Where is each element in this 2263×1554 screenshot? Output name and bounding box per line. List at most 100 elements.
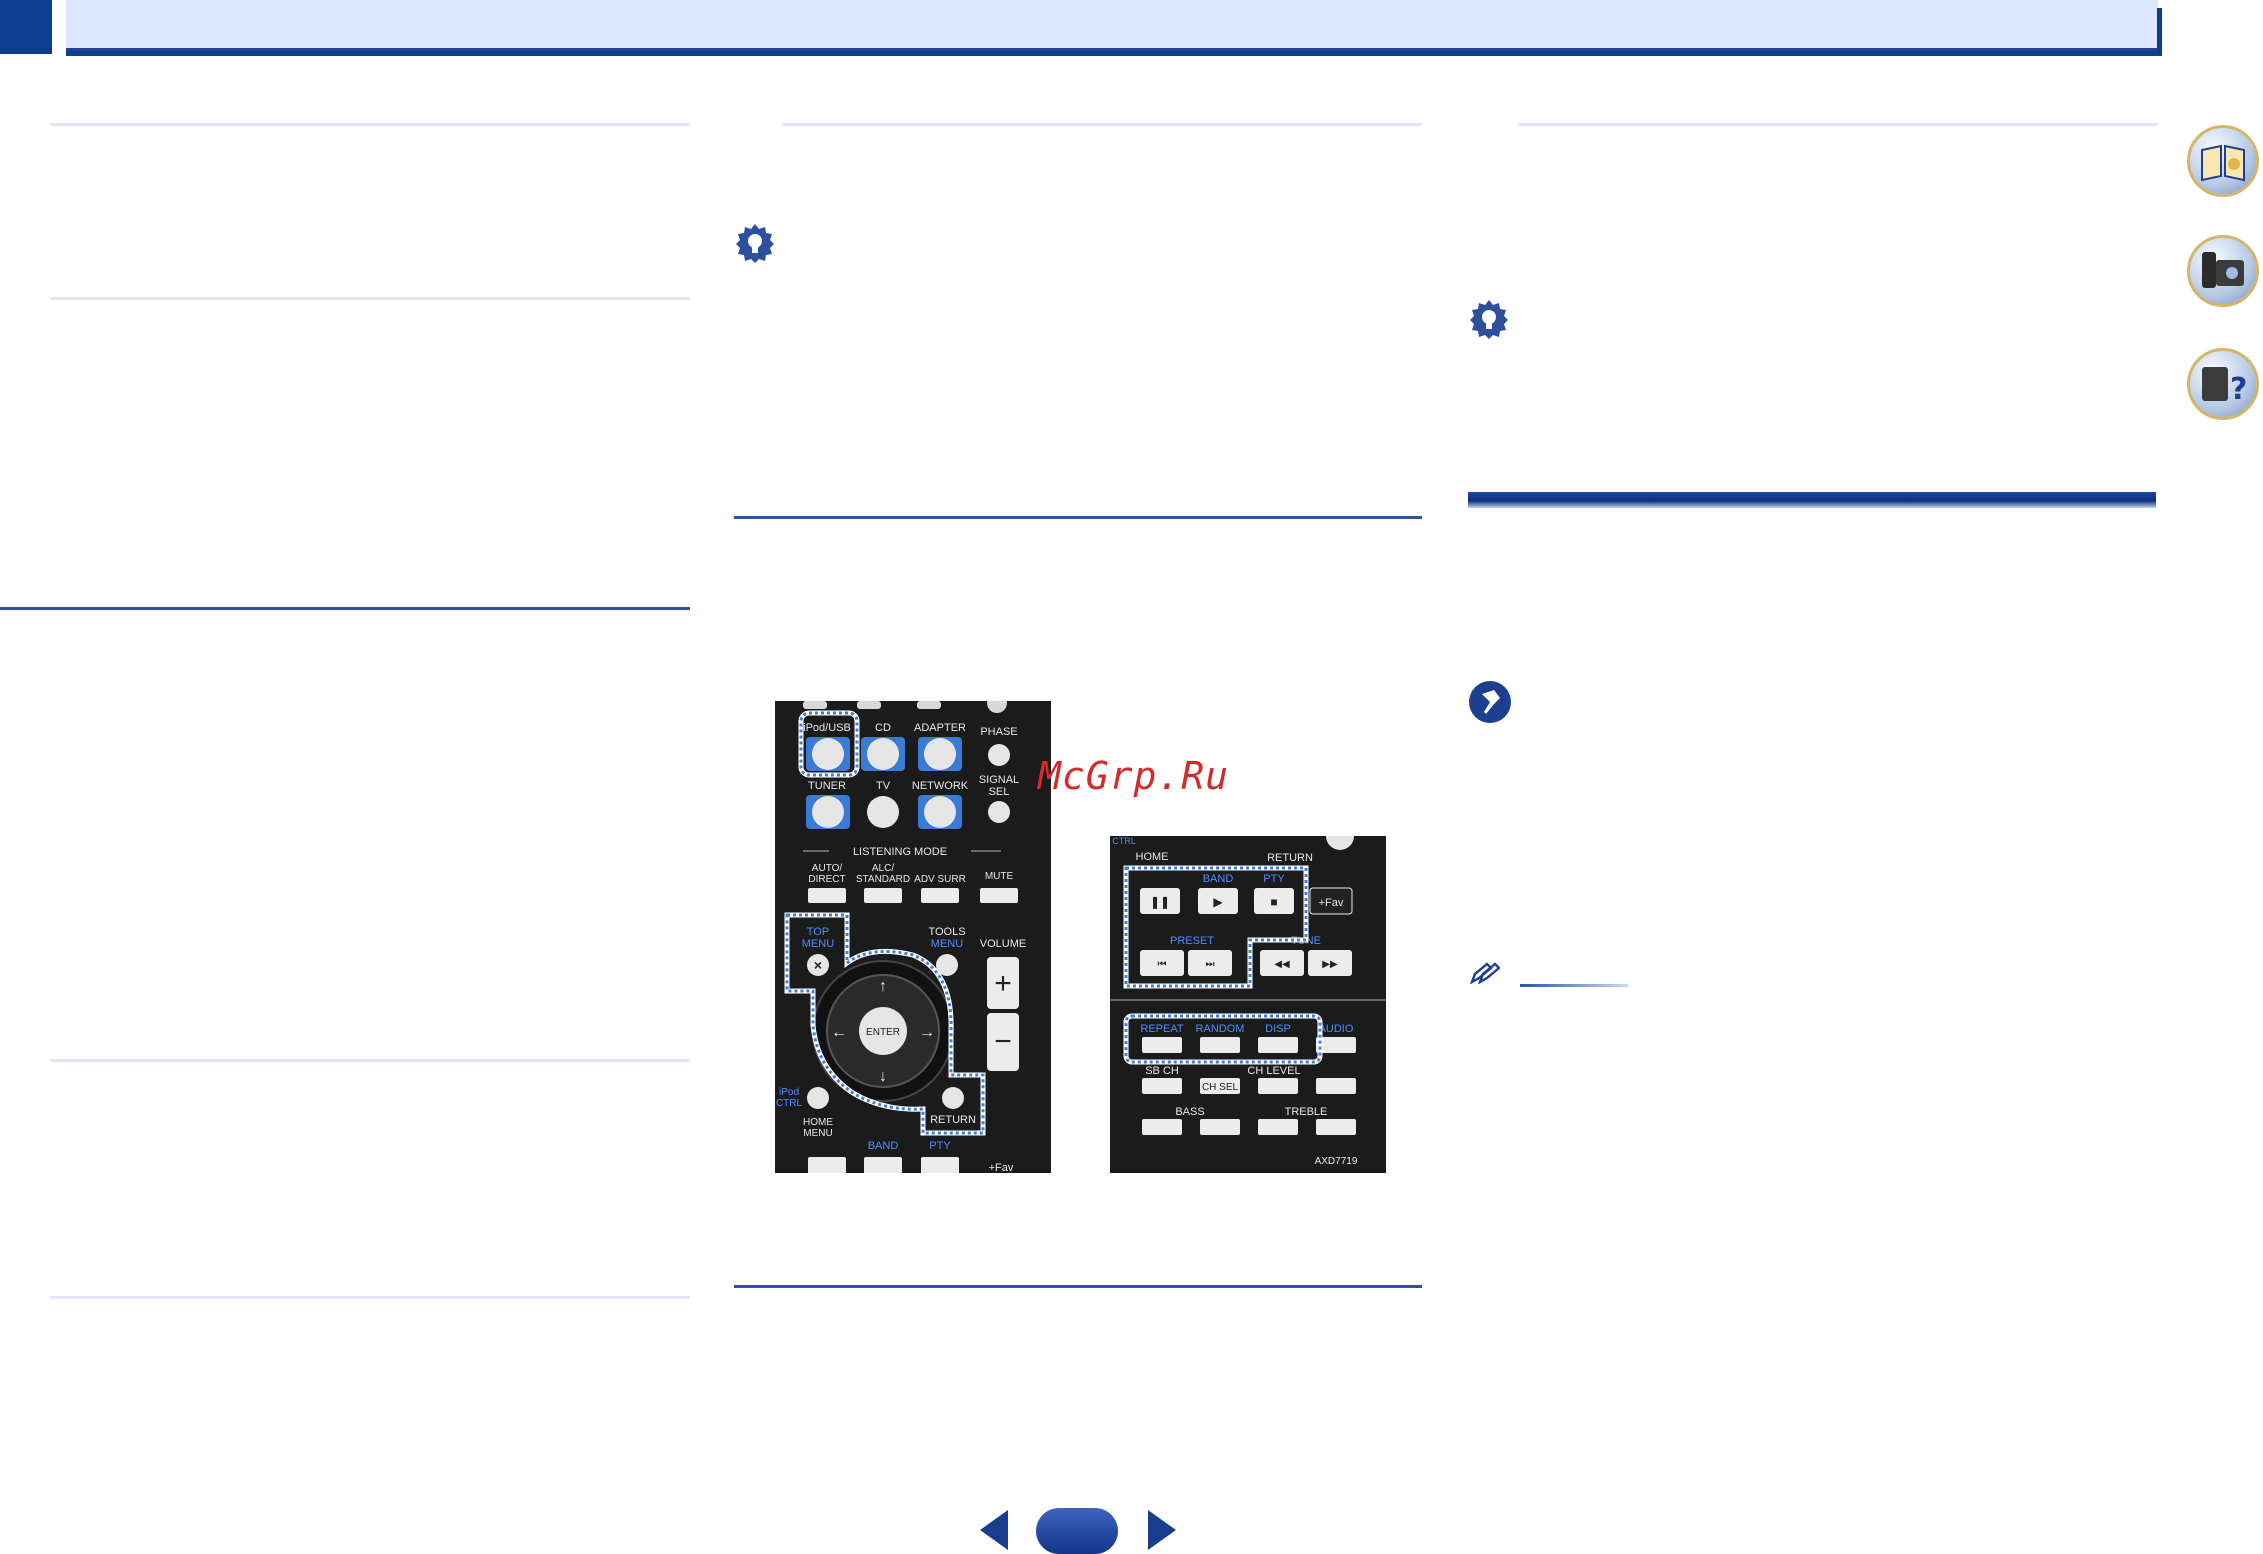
signal-label: SIGNAL xyxy=(979,774,1019,786)
sb-ch-button[interactable] xyxy=(1142,1078,1182,1094)
section-heading-rule xyxy=(734,516,1422,519)
tools-label: TOOLS xyxy=(928,926,965,938)
right-triangle-icon[interactable] xyxy=(1148,1510,1176,1550)
remote-receiver-icon[interactable] xyxy=(2187,235,2259,307)
faq-question-icon[interactable]: ? xyxy=(2187,348,2259,420)
home-label: HOME xyxy=(1136,851,1169,863)
tune-down-button[interactable] xyxy=(1260,950,1304,976)
return-label: RETURN xyxy=(930,1114,976,1126)
disp-button[interactable] xyxy=(1258,1037,1298,1053)
header-underline xyxy=(66,51,2161,56)
tuner-label: TUNER xyxy=(808,780,846,792)
direct-label: DIRECT xyxy=(808,874,845,885)
top-menu-button[interactable] xyxy=(807,954,829,976)
cd-button[interactable] xyxy=(867,738,899,770)
preset-next-button[interactable] xyxy=(1188,950,1232,976)
play-button[interactable] xyxy=(1198,888,1238,914)
remote-control-left-image: iPod/USB CD ADAPTER PHASE TUNER TV NETWO… xyxy=(775,701,1051,1173)
ipod-usb-button[interactable] xyxy=(812,738,844,770)
page-number-pill[interactable] xyxy=(1036,1508,1118,1554)
top-label: TOP xyxy=(807,926,829,938)
tools-menu-label: MENU xyxy=(931,938,963,950)
volume-up-button[interactable] xyxy=(987,957,1019,1009)
treble-label: TREBLE xyxy=(1285,1106,1328,1118)
enter-label: ENTER xyxy=(866,1027,900,1038)
band-label: BAND xyxy=(868,1140,899,1152)
section-heading-rule xyxy=(0,607,690,610)
disp-label: DISP xyxy=(1265,1023,1291,1035)
ch-level-minus-button[interactable] xyxy=(1258,1078,1298,1094)
tuner-button[interactable] xyxy=(812,796,844,828)
ch-level-plus-button[interactable] xyxy=(1316,1078,1356,1094)
section-rule xyxy=(50,1296,690,1299)
svg-text:↑: ↑ xyxy=(879,978,887,995)
tune-up-button[interactable] xyxy=(1308,950,1352,976)
remote-control-right-image: CTRL HOME RETURN BAND PTY ❚❚ ▶ ■ +Fav PR… xyxy=(1110,836,1386,1173)
top-menu-label: MENU xyxy=(802,938,834,950)
tools-menu-button[interactable] xyxy=(936,954,958,976)
cd-label: CD xyxy=(875,722,891,734)
ch-sel-button[interactable] xyxy=(1200,1078,1240,1094)
preset-prev-button[interactable] xyxy=(1140,950,1184,976)
header-band xyxy=(66,0,2158,51)
tip-lightbulb-icon xyxy=(1470,300,1508,339)
treble-minus-button[interactable] xyxy=(1258,1119,1298,1135)
bass-label: BASS xyxy=(1175,1106,1204,1118)
note-pencil-icon xyxy=(1470,962,1500,984)
enter-button[interactable] xyxy=(859,1007,907,1055)
svg-text:▶: ▶ xyxy=(1213,895,1223,909)
volume-down-button[interactable] xyxy=(987,1013,1019,1071)
treble-plus-button[interactable] xyxy=(1316,1119,1356,1135)
alc-standard-button[interactable] xyxy=(864,888,902,903)
ipod-usb-label: iPod/USB xyxy=(803,722,851,734)
return-button[interactable] xyxy=(942,1087,964,1109)
home-label: HOME xyxy=(803,1117,833,1128)
left-triangle-icon[interactable] xyxy=(980,1510,1008,1550)
svg-text:+: + xyxy=(994,967,1012,1000)
play-button[interactable] xyxy=(864,1157,902,1173)
mute-label: MUTE xyxy=(985,871,1014,882)
sb-ch-label: SB CH xyxy=(1145,1065,1179,1077)
standard-label: STANDARD xyxy=(856,874,910,885)
manual-book-icon[interactable] xyxy=(2187,125,2259,197)
audio-button[interactable] xyxy=(1316,1037,1356,1053)
network-button[interactable] xyxy=(924,796,956,828)
band-label: BAND xyxy=(1203,873,1234,885)
random-button[interactable] xyxy=(1200,1037,1240,1053)
signal-sel-button[interactable] xyxy=(988,801,1010,823)
svg-text:▶▶: ▶▶ xyxy=(1322,959,1338,970)
bass-plus-button[interactable] xyxy=(1200,1119,1240,1135)
auto-direct-button[interactable] xyxy=(808,888,846,903)
adv-surr-button[interactable] xyxy=(921,888,959,903)
repeat-label: REPEAT xyxy=(1140,1023,1183,1035)
adapter-label: ADAPTER xyxy=(914,722,966,734)
adapter-button[interactable] xyxy=(924,738,956,770)
tv-button[interactable] xyxy=(867,796,899,828)
home-menu-label: MENU xyxy=(803,1128,832,1139)
svg-text:◀◀: ◀◀ xyxy=(1274,959,1290,970)
svg-text:■: ■ xyxy=(1270,895,1277,909)
watermark-text: McGrp.Ru xyxy=(1038,754,1230,798)
stop-button[interactable] xyxy=(1254,888,1294,914)
alc-label: ALC/ xyxy=(872,863,894,874)
phase-button[interactable] xyxy=(988,744,1010,766)
section-rule xyxy=(50,1059,690,1062)
ipod-label: iPod xyxy=(779,1087,799,1098)
pause-button[interactable] xyxy=(1140,888,1180,914)
mute-button[interactable] xyxy=(980,888,1018,903)
adv-surr-label: ADV SURR xyxy=(914,874,966,885)
home-menu-button[interactable] xyxy=(807,1087,829,1109)
chapter-tab xyxy=(0,0,52,54)
svg-text:×: × xyxy=(814,957,822,973)
section-heading-bar xyxy=(1468,492,2156,508)
random-label: RANDOM xyxy=(1196,1023,1245,1035)
sel-label: SEL xyxy=(989,786,1010,798)
repeat-button[interactable] xyxy=(1142,1037,1182,1053)
stop-button[interactable] xyxy=(921,1157,959,1173)
network-label: NETWORK xyxy=(912,780,969,792)
ch-sel-label: CH SEL xyxy=(1202,1082,1239,1093)
svg-text:?: ? xyxy=(2230,372,2247,407)
bass-minus-button[interactable] xyxy=(1142,1119,1182,1135)
listening-mode-label: LISTENING MODE xyxy=(853,846,947,858)
pause-button[interactable] xyxy=(808,1157,846,1173)
